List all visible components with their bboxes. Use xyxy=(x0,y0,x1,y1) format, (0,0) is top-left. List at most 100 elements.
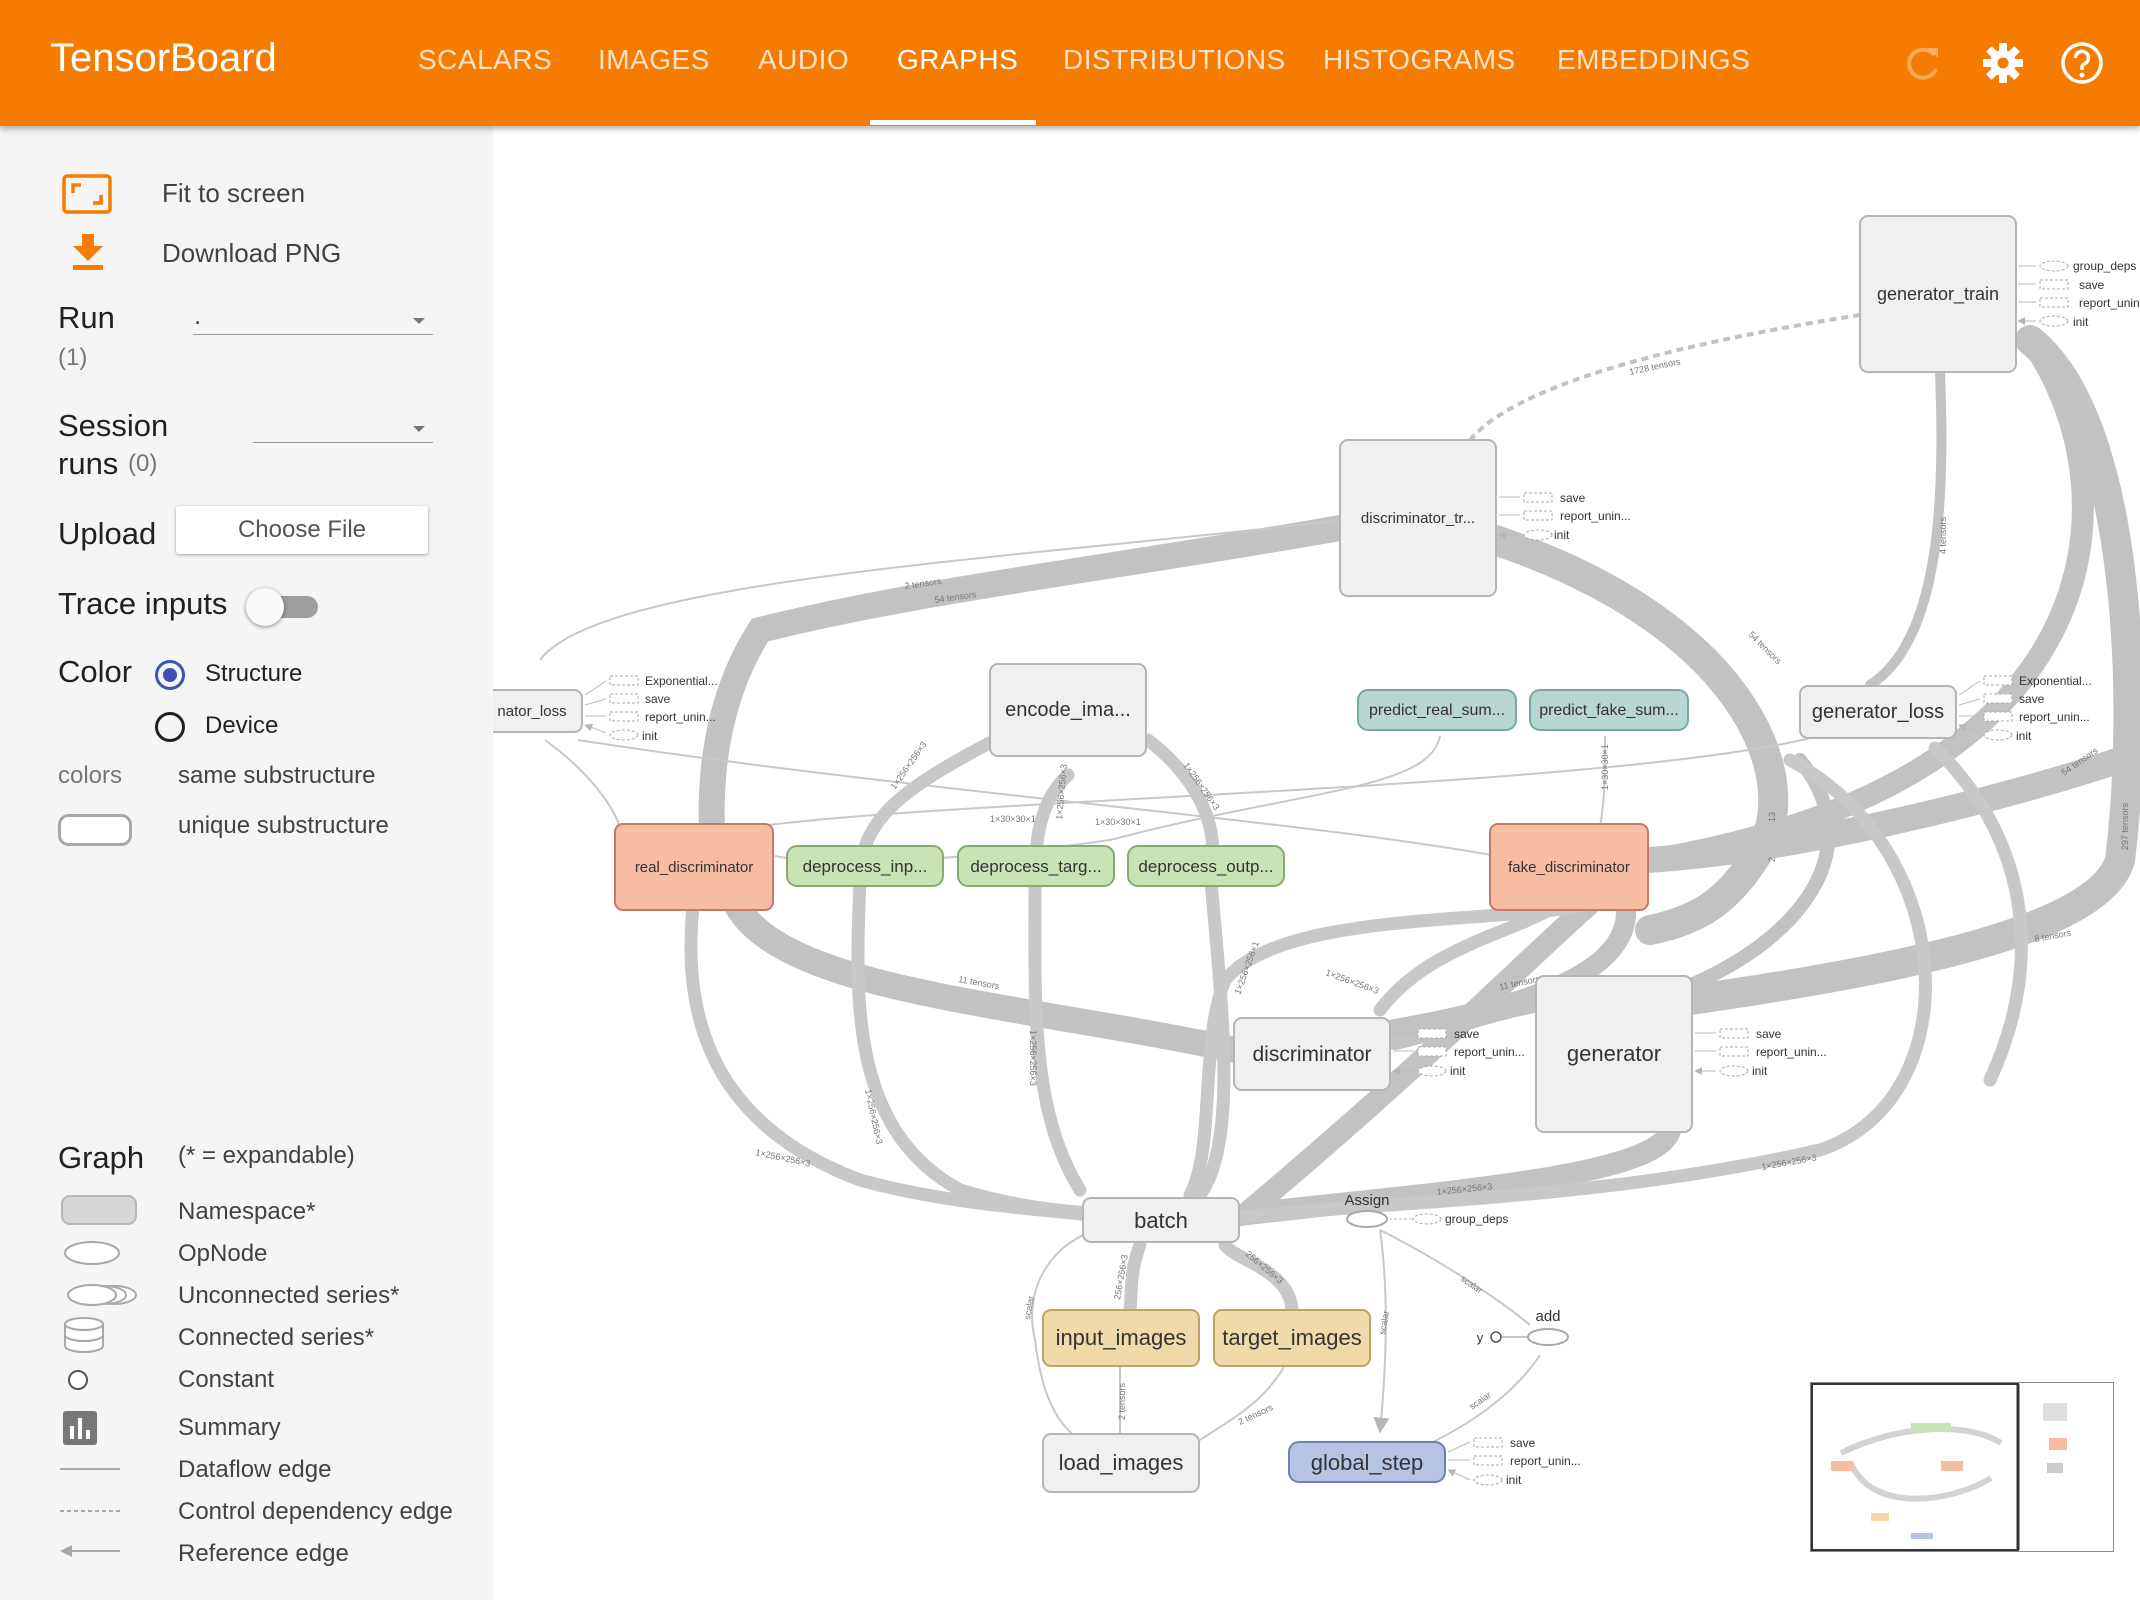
svg-text:init: init xyxy=(2016,729,2032,743)
run-count: (1) xyxy=(58,344,88,371)
tab-embeddings[interactable]: EMBEDDINGS xyxy=(1557,44,1751,75)
svg-text:predict_fake_sum...: predict_fake_sum... xyxy=(1539,702,1679,719)
svg-text:save: save xyxy=(645,692,671,706)
svg-text:init: init xyxy=(1554,528,1570,542)
minimap-preview xyxy=(1811,1383,2067,1551)
run-dropdown-caret-icon[interactable] xyxy=(413,318,425,324)
color-device-label[interactable]: Device xyxy=(205,712,279,739)
svg-text:report_unin...: report_unin... xyxy=(2019,710,2090,724)
graph-legend-title: Graph xyxy=(58,1140,145,1175)
svg-text:save: save xyxy=(1560,491,1586,505)
graph-nodes: generator_train discriminator_tr... nato… xyxy=(493,215,2017,1493)
download-png-label[interactable]: Download PNG xyxy=(162,238,342,268)
run-select[interactable] xyxy=(193,334,433,335)
help-icon[interactable] xyxy=(2057,38,2107,88)
fit-to-screen-icon[interactable] xyxy=(62,174,112,214)
node-generator-loss[interactable]: generator_loss xyxy=(1799,685,1957,739)
tab-graphs[interactable]: GRAPHS xyxy=(897,44,1019,75)
edge-encode-deprocess-outputs xyxy=(1141,733,1231,1202)
legend-constant-label: Constant xyxy=(178,1366,275,1393)
edge-label-54b: 54 tensors xyxy=(1747,629,1784,666)
node-deprocess-targets[interactable]: deprocess_targ... xyxy=(957,845,1115,887)
session-runs-label-line1: Session xyxy=(58,408,169,443)
session-runs-label-line2: runs xyxy=(58,446,119,481)
session-runs-select[interactable] xyxy=(253,442,433,443)
node-generator-train[interactable]: generator_train xyxy=(1859,215,2017,373)
reference-edge-icon xyxy=(60,1545,120,1557)
refresh-icon[interactable] xyxy=(1898,38,1948,88)
node-encode-images[interactable]: encode_ima... xyxy=(989,663,1147,757)
unconnected-series-icon xyxy=(67,1284,137,1306)
top-app-bar: TensorBoard SCALARS IMAGES AUDIO GRAPHS … xyxy=(0,0,2140,126)
node-fake-discriminator[interactable]: fake_discriminator xyxy=(1489,823,1649,911)
node-load-images[interactable]: load_images xyxy=(1042,1433,1200,1493)
svg-text:load_images: load_images xyxy=(1059,1450,1184,1475)
node-assign[interactable]: Assign xyxy=(1344,1192,1390,1228)
edge-discriminator-train-real xyxy=(698,515,1353,843)
upload-label: Upload xyxy=(58,516,157,551)
tab-histograms[interactable]: HISTOGRAMS xyxy=(1323,44,1516,75)
aux-generator[interactable]: save report_unin... init xyxy=(1695,1027,1827,1078)
node-input-images[interactable]: input_images xyxy=(1042,1309,1200,1367)
edge-label-1728: 1728 tensors xyxy=(1628,356,1681,377)
edge-thin-predict-fake xyxy=(1599,735,1606,827)
aux-assign[interactable]: group_deps xyxy=(1390,1212,1508,1226)
node-discriminator-loss[interactable]: nator_loss xyxy=(493,689,583,733)
run-select-value[interactable]: . xyxy=(194,300,202,330)
legend-unconnected-series-label: Unconnected series* xyxy=(178,1282,400,1309)
color-structure-label[interactable]: Structure xyxy=(205,660,303,687)
edge-encode-deprocess-inputs xyxy=(851,733,1097,1220)
tab-scalars[interactable]: SCALARS xyxy=(418,44,553,75)
color-device-radio[interactable] xyxy=(155,712,185,742)
node-real-discriminator[interactable]: real_discriminator xyxy=(614,823,774,911)
legend-reference-edge-label: Reference edge xyxy=(178,1540,349,1567)
graph-canvas[interactable]: 1728 tensors 54 tensors 2 tensors 54 ten… xyxy=(493,126,2140,1600)
node-predict-real-summary[interactable]: predict_real_sum... xyxy=(1357,689,1517,731)
trace-inputs-toggle-knob[interactable] xyxy=(246,588,284,626)
node-deprocess-outputs[interactable]: deprocess_outp... xyxy=(1127,845,1285,887)
svg-text:init: init xyxy=(642,729,658,743)
node-generator[interactable]: generator xyxy=(1535,975,1693,1133)
graph-minimap[interactable] xyxy=(1810,1382,2114,1552)
tab-audio[interactable]: AUDIO xyxy=(758,44,850,75)
color-label: Color xyxy=(58,654,133,689)
edge-label-scalar-b: scalar xyxy=(1377,1310,1391,1335)
fit-to-screen-label[interactable]: Fit to screen xyxy=(162,178,306,208)
svg-text:real_discriminator: real_discriminator xyxy=(635,859,753,876)
svg-text:y: y xyxy=(1477,1330,1484,1345)
node-global-step[interactable]: global_step xyxy=(1288,1441,1446,1483)
svg-text:batch: batch xyxy=(1134,1208,1188,1233)
edge-label-s256e: 1×256×256×3 xyxy=(1054,764,1069,820)
node-deprocess-inputs[interactable]: deprocess_inp... xyxy=(786,845,944,887)
aux-generator-train[interactable]: group_deps save report_unin init xyxy=(2018,259,2140,329)
aux-discriminator-train[interactable]: save report_unin... init xyxy=(1499,491,1631,542)
aux-global-step[interactable]: save report_unin... init xyxy=(1448,1436,1581,1487)
node-target-images[interactable]: target_images xyxy=(1213,1309,1371,1367)
choose-file-button[interactable]: Choose File xyxy=(176,506,428,554)
node-y-constant[interactable]: y xyxy=(1477,1330,1502,1345)
dataflow-edge-icon xyxy=(60,1468,120,1470)
svg-text:group_deps: group_deps xyxy=(1445,1212,1508,1226)
legend-opnode-label: OpNode xyxy=(178,1240,268,1267)
summary-icon xyxy=(63,1411,97,1445)
node-discriminator-train[interactable]: discriminator_tr... xyxy=(1339,439,1497,597)
tab-images[interactable]: IMAGES xyxy=(598,44,710,75)
download-icon[interactable] xyxy=(70,232,106,272)
svg-text:add: add xyxy=(1535,1308,1560,1325)
node-add[interactable]: add xyxy=(1527,1308,1569,1346)
edge-thin-scalar-load xyxy=(1031,1229,1096,1441)
node-discriminator[interactable]: discriminator xyxy=(1233,1017,1391,1091)
session-dropdown-caret-icon[interactable] xyxy=(413,426,425,432)
aux-generator-loss[interactable]: Exponential... save report_unin... init xyxy=(1959,674,2092,743)
color-structure-radio[interactable] xyxy=(155,660,185,690)
edge-discriminator-train-fake xyxy=(1480,525,1789,945)
tab-distributions[interactable]: DISTRIBUTIONS xyxy=(1063,44,1286,75)
settings-gear-icon[interactable] xyxy=(1978,38,2028,88)
node-predict-fake-summary[interactable]: predict_fake_sum... xyxy=(1529,689,1689,731)
aux-discriminator-loss[interactable]: Exponential... save report_unin... init xyxy=(585,674,718,743)
edge-label-s30c: 1×30×30×1 xyxy=(1600,744,1610,790)
edge-thin-loss-fake xyxy=(577,739,1498,857)
svg-text:save: save xyxy=(2019,692,2045,706)
aux-discriminator[interactable]: save report_unin... init xyxy=(1393,1027,1525,1078)
node-batch[interactable]: batch xyxy=(1082,1197,1240,1243)
